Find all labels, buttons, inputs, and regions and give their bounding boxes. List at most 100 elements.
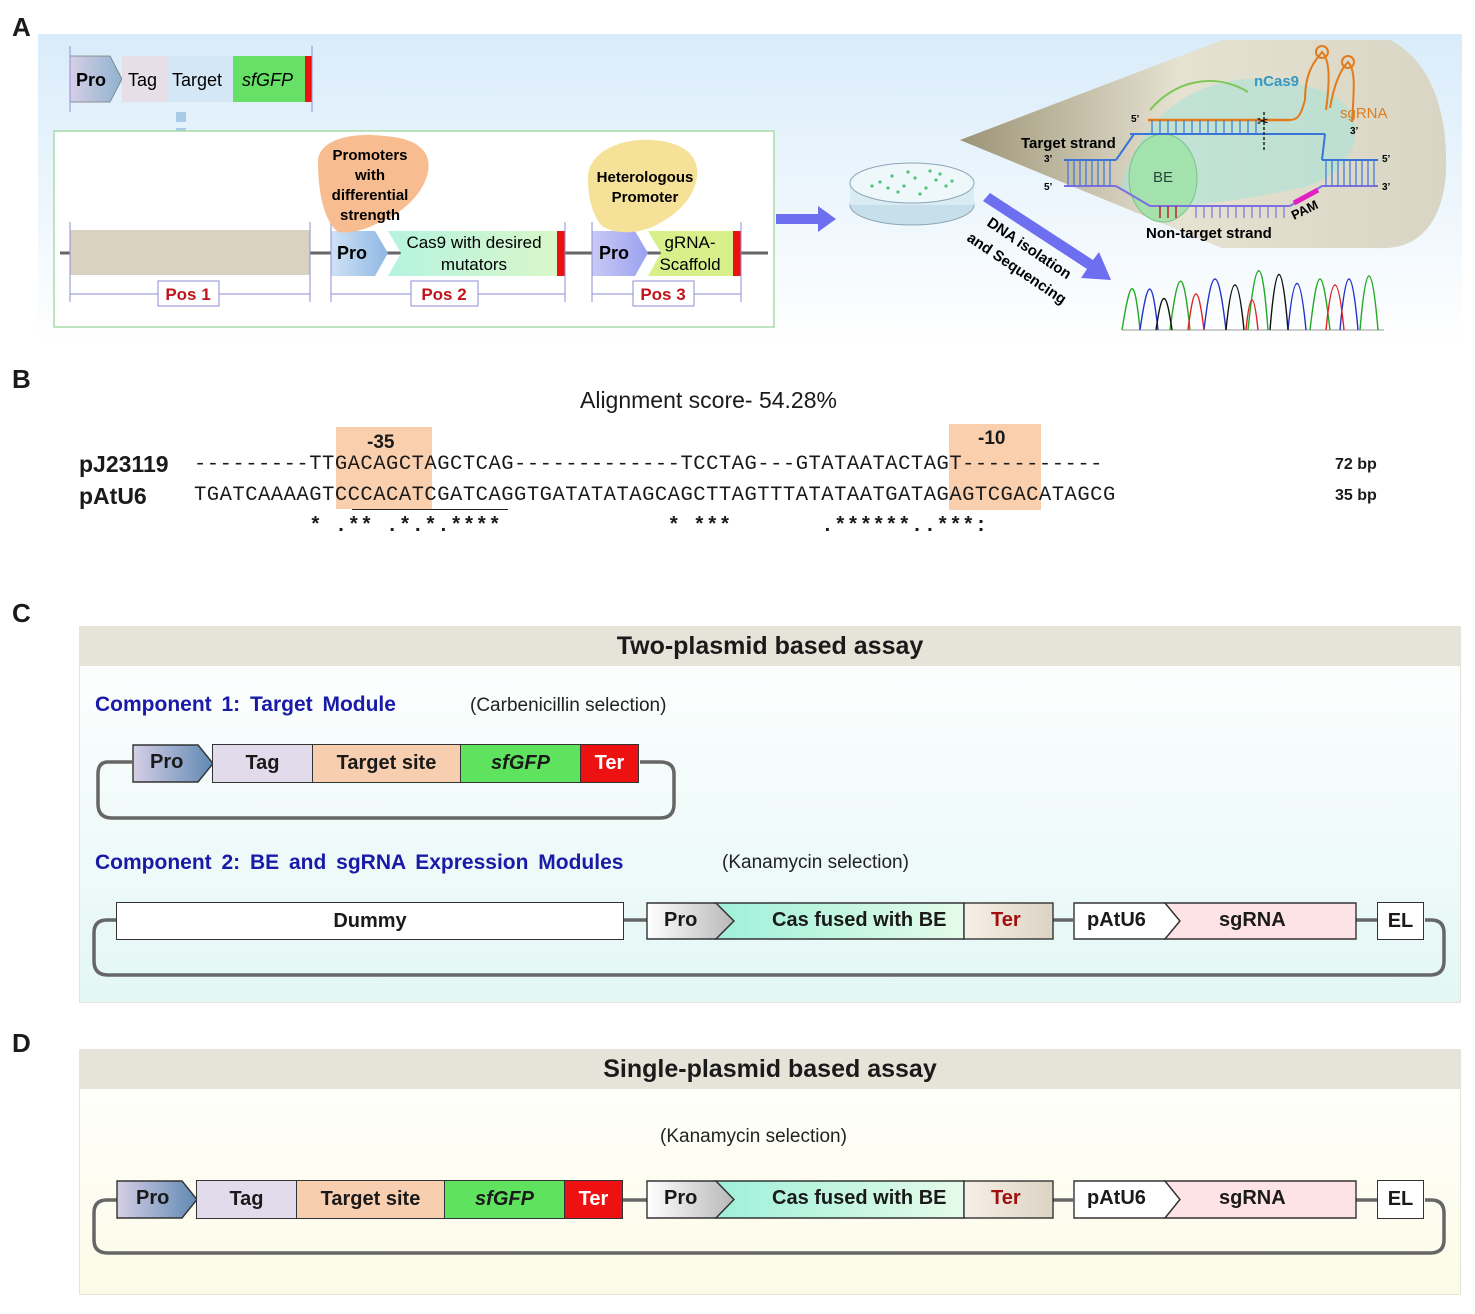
cas9-line-2: mutators: [441, 255, 507, 274]
target-block: [167, 56, 233, 102]
d-pro-arrow-shape: [116, 1180, 198, 1219]
label-5prime-left: 5’: [1044, 182, 1053, 193]
pos3-ter: [733, 231, 741, 276]
seq2-length: 35 bp: [1335, 487, 1377, 504]
tag-block: [122, 56, 167, 102]
pos3-pro-arrow: [592, 231, 648, 276]
label-3prime-sgrna: 3’: [1350, 126, 1359, 137]
c1-sfgfp-block: sfGFP: [460, 744, 581, 783]
ter-block: [305, 56, 312, 102]
c2-patu6-label: pAtU6: [1087, 909, 1146, 931]
component2-title: Component 2: BE and sgRNA Expression Mod…: [95, 851, 624, 874]
motif-underline: [352, 509, 508, 510]
promoters-blob: [318, 135, 429, 233]
panel-d-loop: [92, 1198, 1446, 1255]
panel-c-frame: [79, 626, 1461, 1003]
heterologous-blob: [588, 139, 698, 233]
chromatogram: [1121, 270, 1384, 331]
pos2-label: Pos 2: [421, 285, 466, 304]
panel-d-selection: (Kanamycin selection): [660, 1126, 847, 1147]
c2-cassette-shapes: [646, 902, 1054, 940]
label-5prime-top: 5’: [1131, 114, 1140, 125]
promoters-line-3: differential: [332, 187, 409, 204]
panel-d-title: Single-plasmid based assay: [79, 1049, 1461, 1089]
heterologous-line-2: Promoter: [612, 189, 679, 206]
cassette-target-text: Target: [172, 70, 222, 90]
d-cas-label: Cas fused with BE: [772, 1187, 947, 1209]
c1-tag-block: Tag: [212, 744, 313, 783]
top-cassette: Pro Tag Target sfGFP: [69, 46, 313, 112]
c2-sgrna-shapes: [1073, 902, 1357, 940]
be-label: BE: [1153, 169, 1173, 186]
base-editor-detail: [1064, 45, 1378, 223]
c2-sgrna-label: sgRNA: [1219, 909, 1286, 931]
component1-loop: [96, 760, 676, 820]
d-target-block: Target site: [296, 1180, 445, 1219]
non-target-strand-label: Non-target strand: [1146, 225, 1272, 242]
component2-selection: (Kanamycin selection): [722, 852, 909, 873]
d-pro2-label: Pro: [664, 1187, 698, 1209]
box-minus35: [336, 427, 432, 509]
promoters-line-1: Promoters: [332, 147, 407, 164]
sfgfp-block: [233, 56, 305, 102]
seq2-sequence: TGATCAAAAGTCCCACATCGATCAGGTGATATATAGCAGC…: [194, 484, 1116, 507]
minus35-label: -35: [367, 432, 395, 453]
d-sgrna-shapes: [1073, 1180, 1357, 1219]
pos3-pro-text: Pro: [599, 243, 629, 263]
d-patu6-label: pAtU6: [1087, 1187, 1146, 1209]
heterologous-line-1: Heterologous: [597, 169, 694, 186]
minus10-label: -10: [978, 428, 1006, 449]
c1-target-block: Target site: [312, 744, 461, 783]
c2-dummy-block: Dummy: [116, 902, 624, 940]
d-sgrna-label: sgRNA: [1219, 1187, 1286, 1209]
to-plate-arrow: [776, 206, 836, 232]
c1-pro-arrow-shape: [132, 744, 214, 783]
seq1-sequence: ---------TTGACAGCTAGCTCAG-------------TC…: [194, 453, 1103, 476]
seq1-length: 72 bp: [1335, 456, 1377, 473]
pos1-block: [70, 230, 310, 275]
c1-pro-label: Pro: [150, 751, 184, 773]
d-tag-block: Tag: [196, 1180, 297, 1219]
seq2-name: pAtU6: [79, 483, 147, 509]
pos1-label: Pos 1: [165, 285, 210, 304]
d-el-block: EL: [1377, 1180, 1424, 1219]
panel-a-diagram: Pro Tag Target sfGFP Pos 1 Pos 2 Pos 3 P…: [38, 34, 1462, 345]
sequencing-arrow: [983, 193, 1111, 280]
promoters-line-4: strength: [340, 207, 400, 224]
component1-selection: (Carbenicillin selection): [470, 695, 667, 716]
cas9-line-1: Cas9 with desired: [406, 233, 541, 252]
panel-letter-b: B: [12, 364, 31, 394]
pos3-label: Pos 3: [640, 285, 685, 304]
c2-ter-label: Ter: [991, 909, 1021, 931]
panel-letter-a: A: [12, 12, 31, 42]
sgrna-label: sgRNA: [1340, 105, 1388, 122]
panel-letter-c: C: [12, 598, 31, 628]
d-ter-block: Ter: [564, 1180, 623, 1219]
label-3prime-right: 3’: [1382, 182, 1391, 193]
grna-line-2: Scaffold: [659, 255, 720, 274]
consensus-line: * .** .*.*.**** * *** .******..***:: [194, 515, 988, 538]
seq1-name: pJ23119: [79, 451, 169, 477]
grna-line-1: gRNA-: [664, 233, 715, 252]
pos2-cas9-block: [388, 231, 557, 276]
target-strand-label: Target strand: [1021, 135, 1116, 152]
panel-c-title: Two-plasmid based assay: [79, 626, 1461, 666]
label-3prime-left: 3’: [1044, 154, 1053, 165]
scissors-icon: ✂: [1257, 113, 1269, 129]
c2-cas-label: Cas fused with BE: [772, 909, 947, 931]
label-5prime-right: 5’: [1382, 154, 1391, 165]
ncas9-label: nCas9: [1254, 73, 1299, 90]
pos2-pro-arrow: [331, 231, 388, 276]
panel-letter-d: D: [12, 1028, 31, 1058]
cassette-tag-text: Tag: [128, 70, 157, 90]
cassette-pro-text: Pro: [76, 70, 106, 90]
component1-title: Component 1: Target Module: [95, 693, 396, 716]
d-ter2-label: Ter: [991, 1187, 1021, 1209]
box-minus10: [949, 424, 1041, 510]
c1-ter-block: Ter: [580, 744, 639, 783]
component2-loop: [92, 918, 1446, 977]
alignment-score: Alignment score- 54.28%: [580, 387, 837, 413]
d-pro-label: Pro: [136, 1187, 170, 1209]
pos2-pro-text: Pro: [337, 243, 367, 263]
cassette-sfgfp-text: sfGFP: [242, 70, 293, 90]
